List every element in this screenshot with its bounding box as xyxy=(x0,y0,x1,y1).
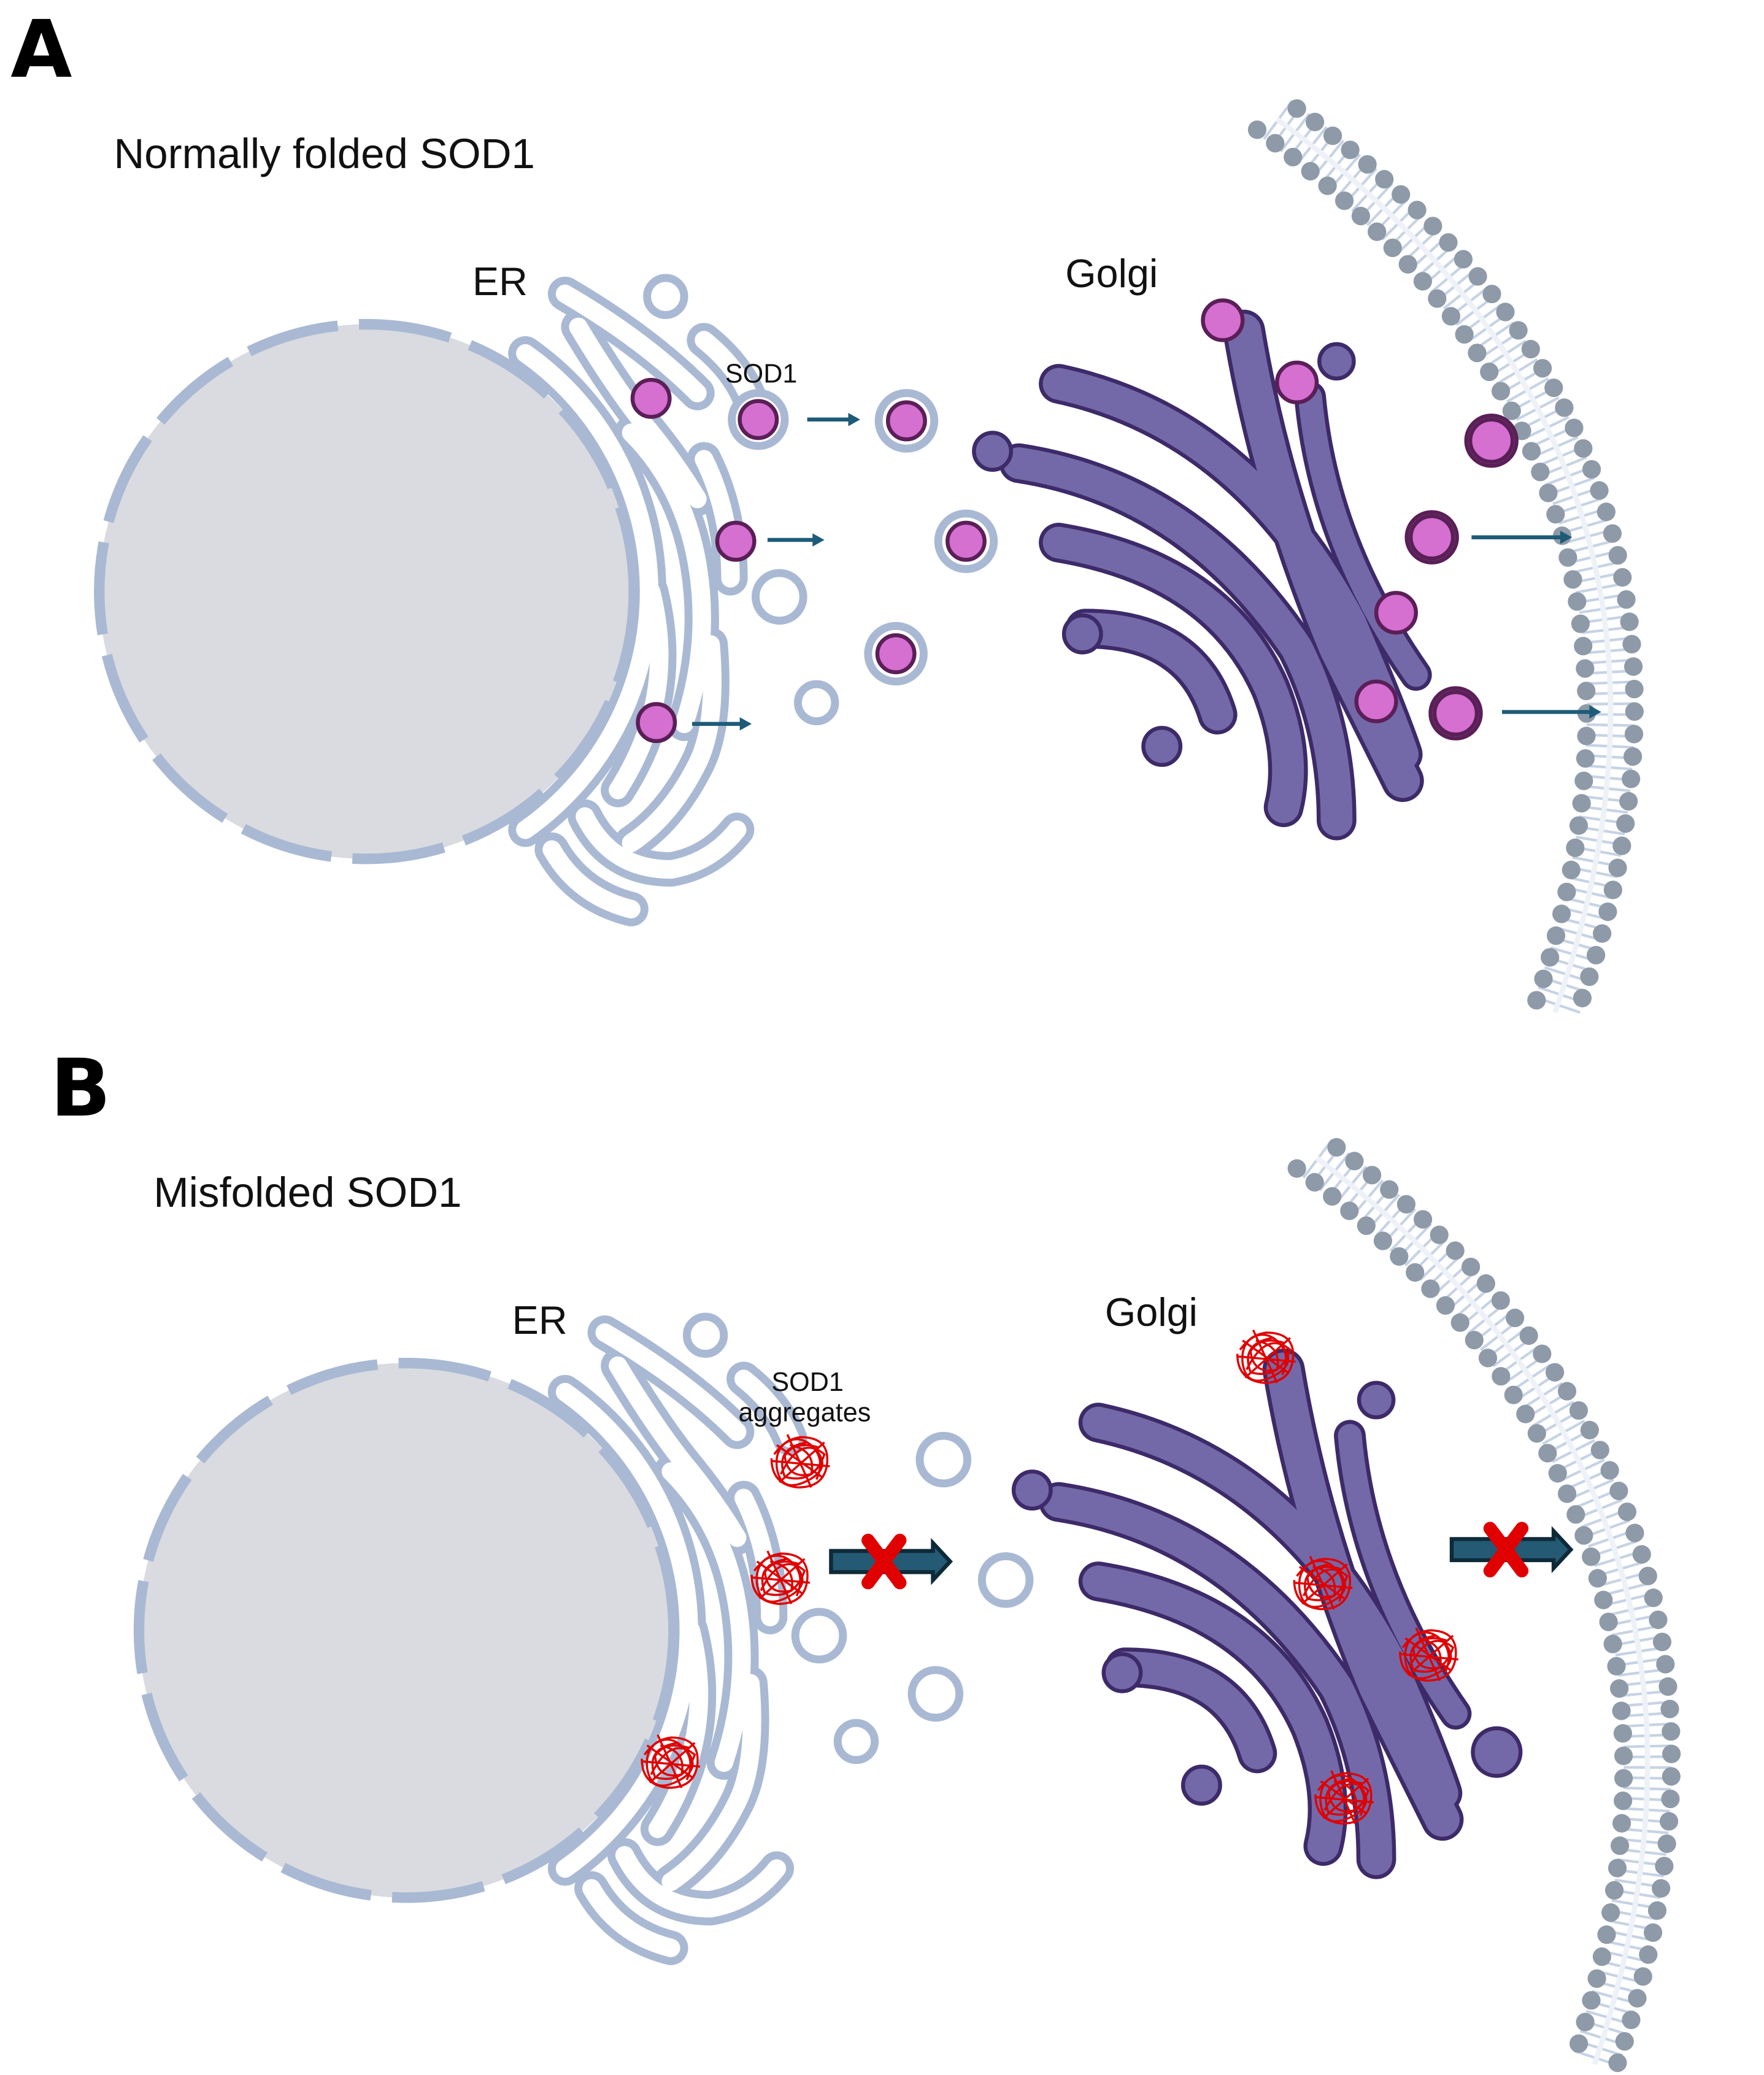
panel-b: B Misfolded SOD1 ER xyxy=(50,1042,1681,2074)
er-vesicles-b xyxy=(682,1312,879,1765)
golgi-vesicles-a xyxy=(972,342,1356,767)
red-x-icon xyxy=(861,1533,907,1590)
panel-b-title: Misfolded SOD1 xyxy=(153,1169,461,1216)
er-label-b: ER xyxy=(512,1298,568,1342)
sod1-particle xyxy=(1354,679,1398,723)
panel-a-title: Normally folded SOD1 xyxy=(114,130,534,177)
secretion-arrows-a xyxy=(1471,530,1601,719)
panel-b-letter: B xyxy=(50,1042,111,1134)
arrow-right-icon xyxy=(1471,530,1573,544)
golgi-label-a: Golgi xyxy=(1065,251,1158,296)
arrow-right-icon xyxy=(692,717,752,731)
arrow-right-icon xyxy=(807,412,860,426)
transport-vesicles-a xyxy=(864,389,998,686)
sod1-aggregates-label-line1: SOD1 xyxy=(771,1368,843,1397)
sod1-particle xyxy=(715,520,757,562)
blocked-transport-arrow-b1 xyxy=(829,1533,953,1590)
sod1-particle xyxy=(636,702,677,744)
plasma-membrane-b xyxy=(1287,1138,1681,2074)
golgi-b xyxy=(1058,1369,1455,1859)
sod1-in-er-a xyxy=(630,377,789,744)
sod1-particle xyxy=(738,399,779,441)
sod1-particle xyxy=(1432,690,1479,737)
plasma-membrane-a xyxy=(1247,99,1644,1022)
panel-a-letter: A xyxy=(10,3,72,96)
golgi-a xyxy=(1019,331,1416,820)
sod1-label-a: SOD1 xyxy=(725,359,797,388)
golgi-vesicles-b xyxy=(1011,1380,1523,1806)
blocked-transport-arrow-b2 xyxy=(1449,1522,1574,1577)
secretory-vesicles-a xyxy=(1404,414,1519,741)
arrow-right-icon xyxy=(1501,705,1601,719)
sod1-particle xyxy=(1374,591,1418,635)
panel-a: A Normally folded SOD1 ER xyxy=(10,3,1644,1022)
er-vesicles-a xyxy=(643,274,839,725)
sod1-particle xyxy=(946,520,987,562)
sod1-particle xyxy=(1201,298,1245,342)
red-x-icon xyxy=(1483,1522,1529,1577)
sod1-particle xyxy=(885,400,927,442)
er-label-a: ER xyxy=(472,259,528,304)
transport-arrows-a xyxy=(692,412,860,731)
sod1-particle xyxy=(630,377,672,419)
sod1-in-golgi-a xyxy=(1201,298,1418,723)
sod1-particle xyxy=(1468,417,1515,464)
sod1-particle xyxy=(1275,360,1319,404)
nucleus-b xyxy=(133,1357,679,1903)
sod1-particle xyxy=(1408,514,1455,561)
arrow-right-icon xyxy=(767,533,825,547)
nucleus-a xyxy=(94,318,639,864)
golgi-label-b: Golgi xyxy=(1105,1290,1198,1334)
sod1-particle xyxy=(875,633,917,674)
sod1-aggregates-label-line2: aggregates xyxy=(738,1398,871,1427)
transport-vesicles-b xyxy=(907,1431,1034,1722)
